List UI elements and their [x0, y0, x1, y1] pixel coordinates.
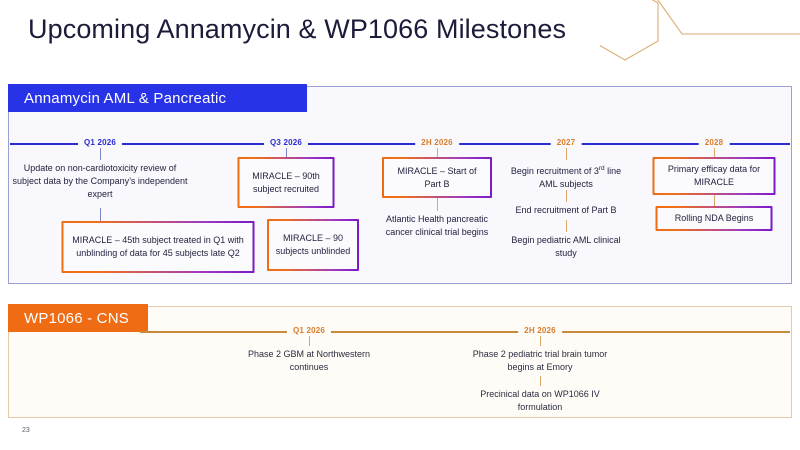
- milestone-text-line: Begin recruitment of 3rd line AML subjec…: [510, 165, 622, 189]
- wp1066-timeline-axis: [140, 331, 790, 333]
- milestone-text-node: Update on non-cardiotoxicity review of s…: [12, 163, 188, 199]
- connector-stem: [286, 148, 287, 158]
- milestone-text-node: Precinical data on WP1066 IV formulation: [480, 389, 600, 412]
- milestone-text-node: Begin pediatric AML clinical study: [511, 235, 621, 258]
- connector-stem: [566, 190, 567, 202]
- connector-stem: [100, 208, 101, 222]
- section-tab-wp1066[interactable]: WP1066 - CNS: [8, 304, 148, 332]
- milestone-box-label: Rolling NDA Begins: [657, 208, 771, 229]
- milestone-box-label: MIRACLE – 90 subjects unblinded: [269, 221, 357, 269]
- page-number: 23: [22, 427, 30, 434]
- connector-stem: [540, 336, 541, 346]
- milestone-period-2h-2026-cns: 2H 2026: [518, 326, 562, 335]
- milestone-box-node[interactable]: MIRACLE – Start of Part B: [382, 157, 492, 198]
- milestone-box-node[interactable]: MIRACLE – 45th subject treated in Q1 wit…: [61, 221, 255, 273]
- section-tab-annamycin-label: Annamycin AML & Pancreatic: [24, 89, 227, 107]
- connector-stem: [437, 148, 438, 158]
- annamycin-timeline-axis: [10, 143, 790, 145]
- connector-stem: [714, 148, 715, 158]
- milestone-text-node: End recruitment of Part B: [515, 205, 617, 215]
- milestone-period-q1-2026-cns: Q1 2026: [286, 326, 332, 335]
- hexagon-decoration-icon: [600, 0, 800, 61]
- milestone-period-q1-2026-aml: Q1 2026: [77, 138, 123, 147]
- connector-stem: [714, 195, 715, 207]
- section-tab-wp1066-label: WP1066 - CNS: [24, 309, 129, 327]
- milestone-period-2027-aml: 2027: [550, 138, 582, 147]
- milestone-period-2h-2026-aml: 2H 2026: [415, 138, 459, 147]
- milestone-period-2028-aml: 2028: [698, 138, 730, 147]
- milestone-text-node: Phase 2 GBM at Northwestern continues: [247, 349, 371, 372]
- connector-stem: [100, 148, 101, 160]
- milestone-period-q3-2026-aml: Q3 2026: [263, 138, 309, 147]
- milestone-text-node: Phase 2 pediatric trial brain tumor begi…: [472, 349, 608, 372]
- milestone-box-node[interactable]: MIRACLE – 90 subjects unblinded: [267, 219, 359, 271]
- page-title: Upcoming Annamycin & WP1066 Milestones: [28, 14, 567, 44]
- milestone-text-node: Atlantic Health pancreatic cancer clinic…: [385, 214, 489, 237]
- connector-stem: [309, 336, 310, 346]
- connector-stem: [566, 148, 567, 160]
- milestone-box-label: MIRACLE – 90th subject recruited: [239, 159, 333, 206]
- milestone-box-node[interactable]: Rolling NDA Begins: [655, 206, 773, 231]
- milestone-box-label: MIRACLE – 45th subject treated in Q1 wit…: [63, 223, 253, 271]
- connector-stem: [540, 376, 541, 386]
- section-tab-annamycin[interactable]: Annamycin AML & Pancreatic: [8, 84, 307, 112]
- milestone-text-node: Begin recruitment of 3rd line AML subjec…: [501, 162, 631, 191]
- milestone-box-label: Primary efficay data for MIRACLE: [654, 159, 774, 193]
- connector-stem: [437, 198, 438, 211]
- milestone-box-node[interactable]: Primary efficay data for MIRACLE: [652, 157, 776, 195]
- milestone-box-node[interactable]: MIRACLE – 90th subject recruited: [237, 157, 335, 208]
- milestone-box-label: MIRACLE – Start of Part B: [384, 159, 490, 196]
- connector-stem: [566, 220, 567, 232]
